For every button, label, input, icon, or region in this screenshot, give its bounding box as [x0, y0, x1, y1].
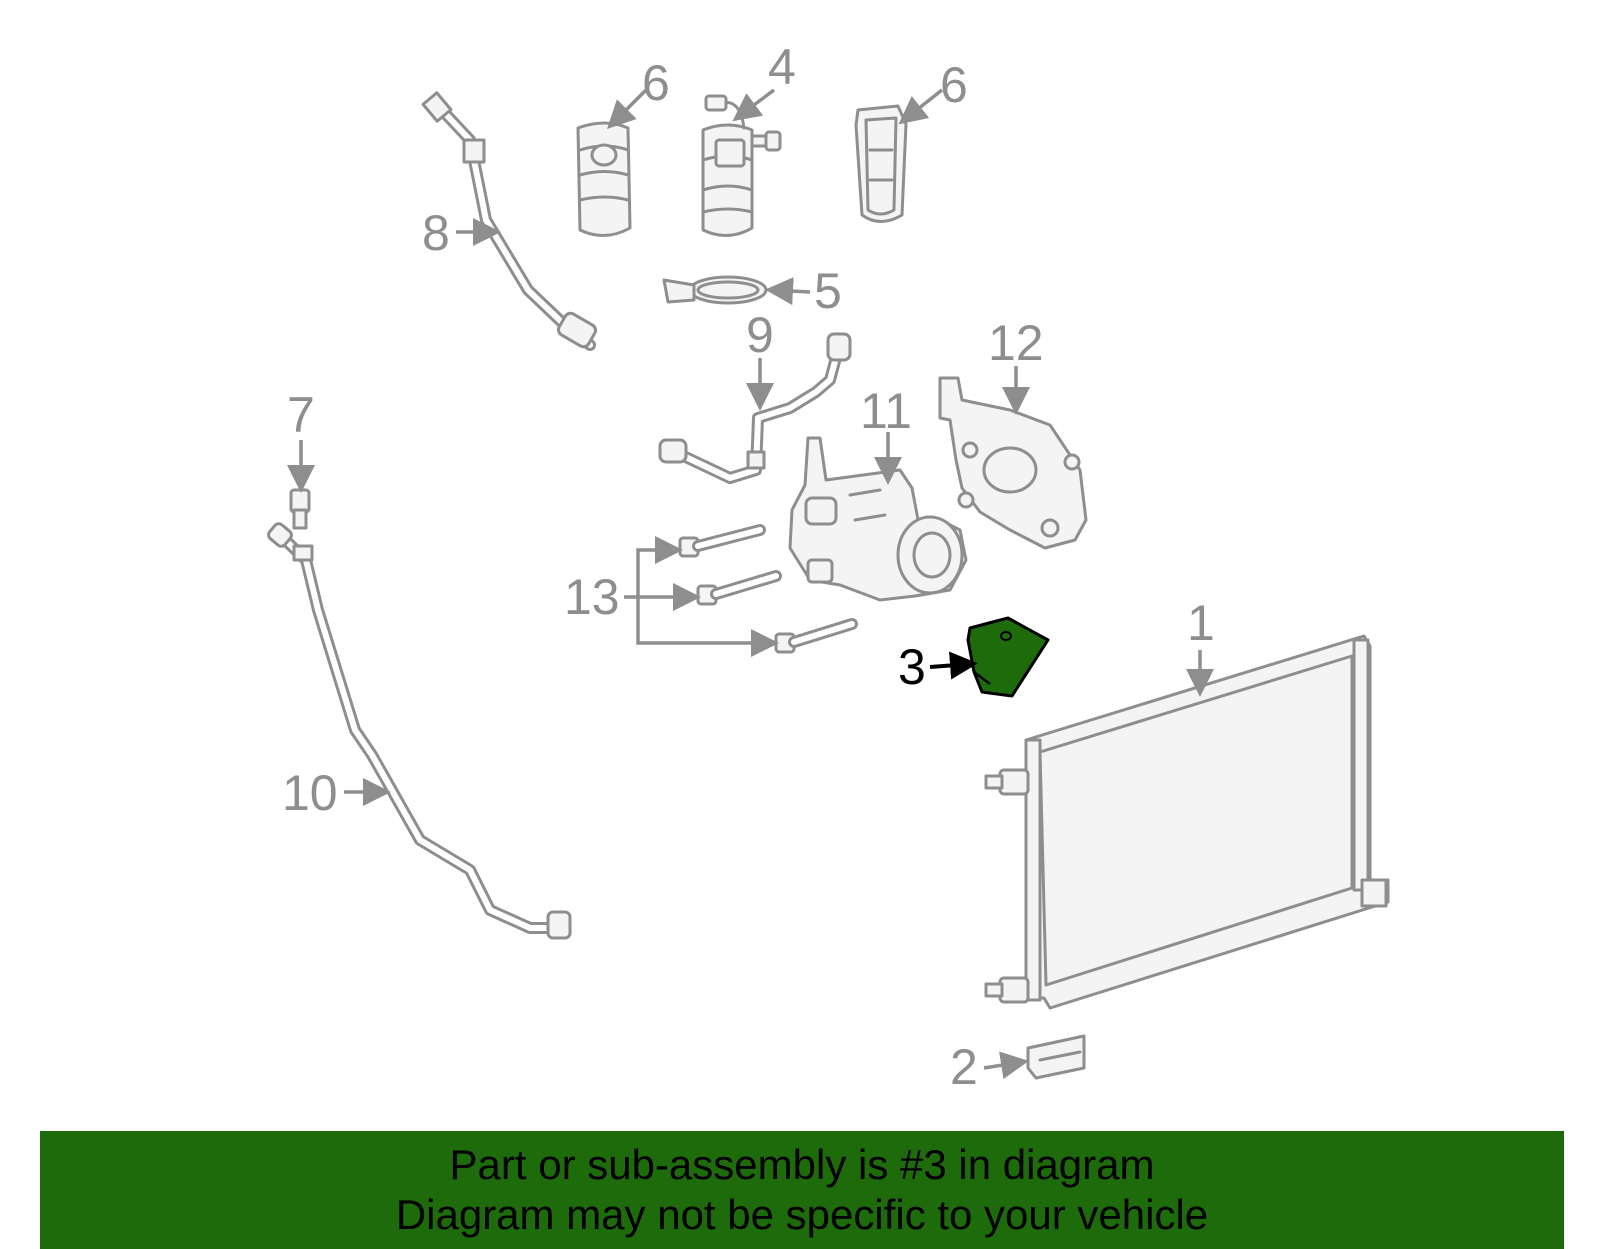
- part-12-bracket[interactable]: [938, 376, 1088, 550]
- callout-2: 2: [950, 1039, 978, 1095]
- callout-6-right: 6: [940, 57, 968, 113]
- part-3-bracket-highlighted[interactable]: [966, 616, 1050, 698]
- part-7-valve[interactable]: [289, 488, 311, 530]
- part-4-receiver-drier[interactable]: [701, 94, 782, 237]
- callout-12: 12: [988, 315, 1044, 371]
- callout-11: 11: [860, 383, 912, 439]
- callout-10: 10: [282, 765, 338, 821]
- info-banner: Part or sub-assembly is #3 in diagram Di…: [40, 1131, 1564, 1249]
- callout-3: 3: [898, 639, 926, 695]
- part-9-line[interactable]: [658, 332, 852, 484]
- part-10-hose[interactable]: [267, 522, 572, 940]
- leader-lines: [287, 88, 1214, 1080]
- callout-5: 5: [814, 263, 842, 319]
- callout-4: 4: [768, 39, 796, 95]
- part-5-strap[interactable]: [662, 275, 768, 305]
- part-2-bracket[interactable]: [1026, 1034, 1086, 1080]
- part-8-hose[interactable]: [421, 91, 598, 351]
- banner-line-2: Diagram may not be specific to your vehi…: [395, 1191, 1209, 1238]
- part-6-bracket-right[interactable]: [854, 104, 908, 223]
- part-11-compressor[interactable]: [788, 436, 968, 602]
- part-6-bracket-left[interactable]: [576, 121, 632, 237]
- callout-13: 13: [564, 569, 620, 625]
- callout-7: 7: [287, 387, 315, 443]
- banner-line-1: Part or sub-assembly is #3 in diagram: [449, 1141, 1155, 1188]
- callout-1: 1: [1187, 595, 1215, 651]
- part-1-condenser[interactable]: [984, 634, 1390, 1010]
- callout-6-left: 6: [642, 55, 670, 111]
- callout-8: 8: [422, 205, 450, 261]
- callout-9: 9: [746, 307, 774, 363]
